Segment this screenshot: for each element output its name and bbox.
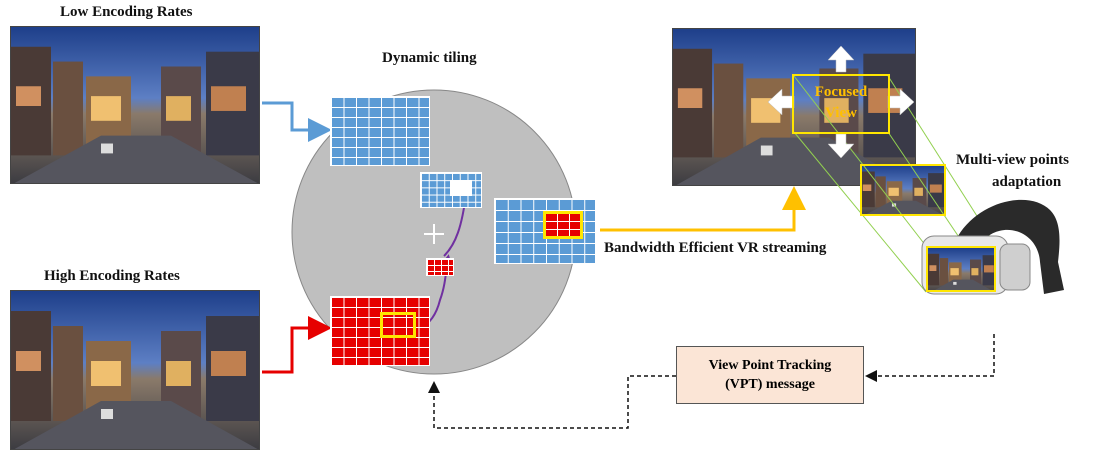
high-rate-selection-box bbox=[380, 312, 416, 338]
low-rate-tile-grid bbox=[330, 96, 430, 166]
high-encoding-label: High Encoding Rates bbox=[44, 268, 180, 284]
multiview-label-1: Multi-view points bbox=[956, 152, 1069, 168]
output-panorama bbox=[672, 28, 916, 186]
thumbnail-frame bbox=[860, 164, 946, 216]
final-selection-box bbox=[543, 211, 583, 239]
vpt-message-box: View Point Tracking (VPT) message bbox=[676, 346, 864, 404]
low-rate-arrow bbox=[262, 101, 332, 142]
focused-view-label: Focused View bbox=[792, 82, 890, 124]
stream-arrow bbox=[600, 186, 806, 232]
final-hq-region bbox=[545, 213, 581, 237]
low-rate-panorama bbox=[10, 26, 260, 184]
vpt-feedback-path bbox=[428, 375, 676, 429]
vpt-return-path bbox=[865, 334, 995, 382]
dynamic-tiling-label: Dynamic tiling bbox=[382, 50, 477, 66]
multiview-label-2: adaptation bbox=[992, 174, 1062, 190]
headset-screen bbox=[926, 246, 996, 292]
focused-view-line1: Focused bbox=[814, 84, 868, 100]
focused-view-line2: View bbox=[825, 105, 857, 121]
selected-hq-tiles bbox=[426, 258, 454, 276]
high-rate-arrow bbox=[262, 316, 332, 374]
merge-empty-region bbox=[450, 180, 472, 196]
focused-view-box bbox=[792, 74, 890, 134]
high-rate-panorama bbox=[10, 290, 260, 450]
low-encoding-label: Low Encoding Rates bbox=[60, 4, 193, 20]
vpt-line1: View Point Tracking bbox=[708, 358, 832, 373]
direction-arrow-icon bbox=[767, 45, 915, 159]
bandwidth-label: Bandwidth Efficient VR streaming bbox=[604, 240, 827, 256]
vpt-line2: (VPT) message bbox=[725, 377, 815, 392]
